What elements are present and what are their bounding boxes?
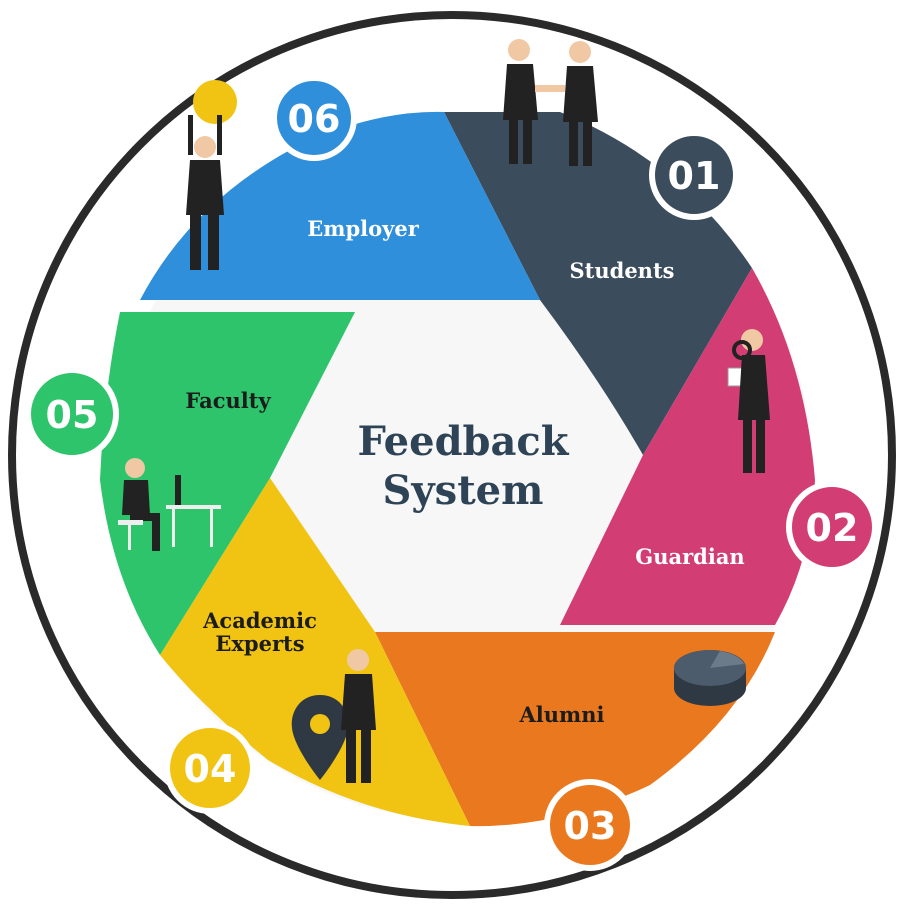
person-lifting-coin-icon (186, 80, 237, 270)
segment-academic-experts (160, 478, 470, 826)
center-title-line1: Feedback (357, 418, 569, 465)
segment-label-faculty: Faculty (185, 388, 271, 413)
segment-label-academic: Academic (202, 608, 317, 633)
badge-number-01: 01 (668, 154, 721, 198)
badge-02: 02 (786, 481, 878, 573)
pie-chart-3d-icon (674, 650, 746, 706)
badge-number-05: 05 (46, 393, 99, 437)
badge-03: 03 (544, 779, 636, 871)
badge-number-02: 02 (806, 506, 859, 550)
handshake-people-icon (503, 39, 598, 166)
inspector-magnifier-icon (727, 329, 770, 473)
person-at-desk-icon (118, 458, 221, 551)
segment-label-experts: Experts (215, 631, 304, 656)
badge-06: 06 (271, 75, 357, 161)
badge-01: 01 (649, 130, 739, 220)
segment-label-students: Students (570, 258, 675, 283)
badge-05: 05 (25, 367, 119, 461)
location-pin-person-icon (291, 649, 376, 783)
badge-04: 04 (164, 722, 256, 814)
segment-label-guardian: Guardian (635, 544, 744, 569)
segment-faculty (100, 312, 355, 655)
segment-label-alumni: Alumni (518, 702, 604, 727)
segment-label-employer: Employer (307, 216, 419, 241)
top-banner-fragment (148, 0, 888, 4)
badge-number-06: 06 (288, 97, 341, 141)
center-title-line2: System (383, 467, 544, 514)
segment-employer (140, 111, 540, 301)
badge-number-03: 03 (564, 804, 617, 848)
badge-number-04: 04 (184, 747, 237, 791)
